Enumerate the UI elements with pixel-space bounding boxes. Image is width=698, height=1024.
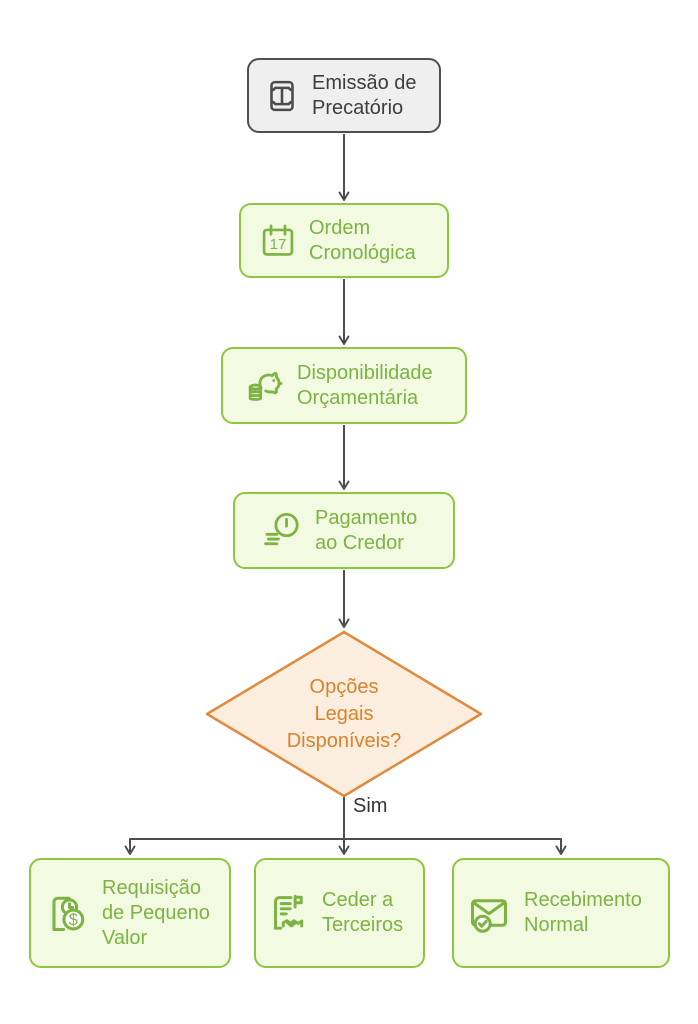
node-label: Ceder a Terceiros — [322, 889, 404, 936]
node-requisicao-de-pequeno-valor: $ Requisição de Pequeno Valor — [29, 858, 231, 968]
node-opcoes-legais-disponiveis: Opções Legais Disponíveis? — [286, 675, 402, 752]
mail-check-icon — [466, 890, 512, 936]
dollar-sign: $ — [69, 911, 78, 929]
decision-diamond — [205, 630, 483, 798]
node-ceder-a-terceiros: Ceder a Terceiros — [254, 858, 425, 968]
edge-label-sim: Sim — [353, 795, 388, 817]
clock-fast-icon — [261, 510, 303, 552]
calendar-day-number: 17 — [270, 235, 287, 252]
node-disponibilidade-orcamentaria: Disponibilidade Orçamentária — [221, 347, 467, 424]
node-recebimento-normal: Recebimento Normal — [452, 858, 670, 968]
node-label: Ordem Cronológica — [309, 216, 416, 264]
envelope-document-icon — [264, 76, 300, 116]
node-label: Recebimento Normal — [524, 889, 642, 936]
contract-handshake-icon — [266, 891, 310, 935]
node-label: Disponibilidade Orçamentária — [297, 361, 433, 409]
edge-decisao-rpv — [124, 838, 344, 855]
node-pagamento-ao-credor: Pagamento ao Credor — [233, 492, 455, 569]
invoice-clock-dollar-icon: $ — [44, 890, 90, 936]
edge-decisao-recebimento — [344, 838, 567, 855]
piggy-bank-coins-icon — [243, 365, 285, 407]
calendar-icon: 17 — [259, 222, 297, 260]
node-label: Emissão de Precatório — [312, 71, 417, 119]
node-emissao-de-precatorio: Emissão de Precatório — [247, 58, 441, 133]
node-label: Pagamento ao Credor — [315, 506, 418, 554]
node-label: Requisição de Pequeno Valor — [102, 876, 210, 949]
node-ordem-cronologica: 17 Ordem Cronológica — [239, 203, 449, 278]
